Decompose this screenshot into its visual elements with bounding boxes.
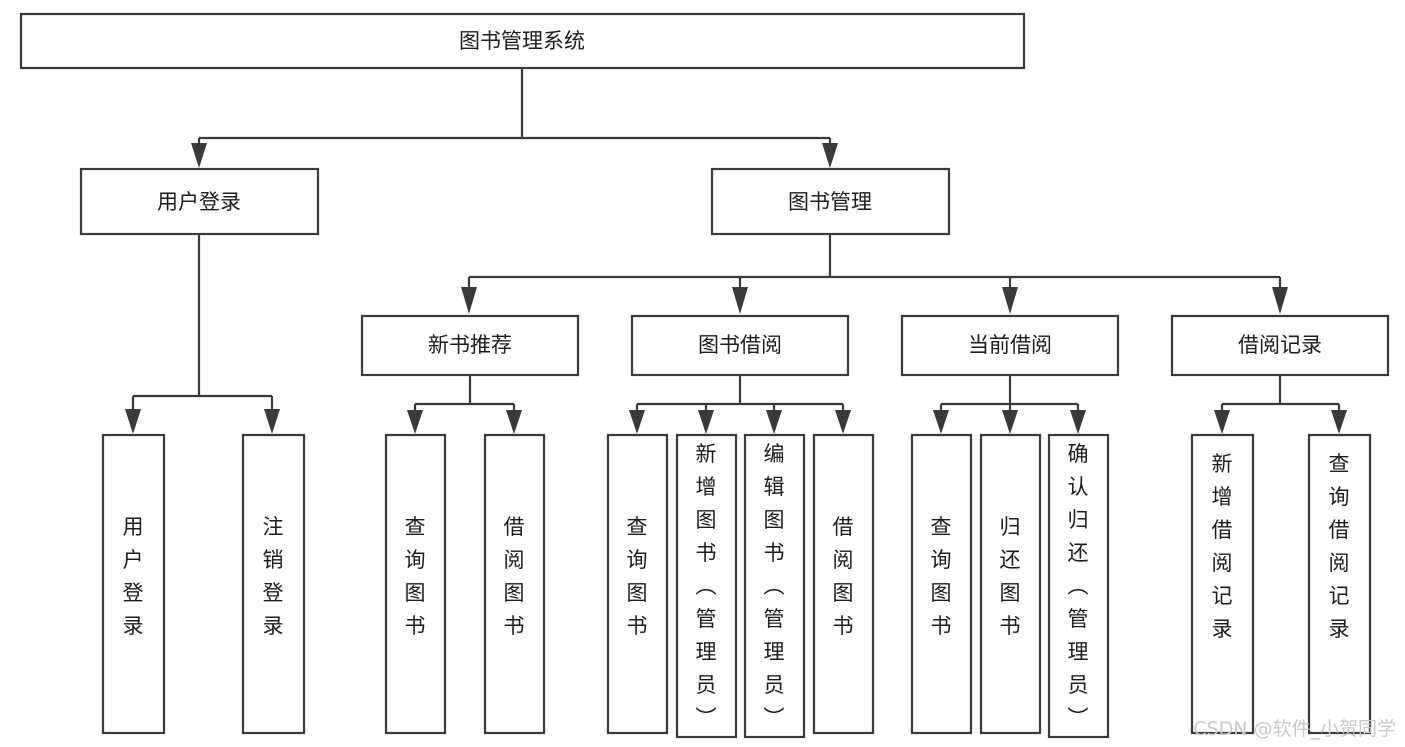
arrow-nb-leaf-1 (407, 410, 423, 434)
leaf-nb-query-book[interactable]: 查询图书 (384, 433, 447, 735)
leaf-cb-query-book-label: 查询图书 (931, 515, 952, 638)
current-borrow-label: 当前借阅 (968, 333, 1052, 357)
node-root[interactable]: 图书管理系统 (19, 12, 1026, 70)
arrow-br-leaf-2 (1331, 410, 1347, 434)
leaf-bb-query-book-box (606, 433, 669, 735)
arrow-to-leaf-user-login (125, 409, 141, 434)
node-book-borrow[interactable]: 图书借阅 (630, 314, 850, 377)
connector-current-borrow-to-leaves (933, 375, 1086, 434)
new-book-recommend-box (360, 314, 580, 377)
leaf-bb-query-book-label: 查询图书 (627, 515, 648, 638)
node-book-manage[interactable]: 图书管理 (710, 167, 951, 236)
leaf-bb-borrow-book[interactable]: 借阅图书 (812, 433, 875, 735)
leaf-logout-label: 注销登录 (263, 515, 284, 638)
csdn-watermark: CSDN @软件_小贺同学 (1193, 718, 1396, 740)
arrow-to-leaf-logout (264, 409, 280, 434)
arrow-cb-leaf-1 (933, 410, 949, 434)
leaf-logout-box (241, 433, 306, 735)
node-current-borrow[interactable]: 当前借阅 (900, 314, 1120, 377)
leaf-user-login-label: 用户登录 (123, 515, 144, 638)
leaf-bb-add-book-label: 新增图书︵管理员︶ (696, 442, 717, 730)
connector-book-borrow-to-leaves (629, 375, 851, 434)
root-box (19, 12, 1026, 70)
leaf-cb-query-book-box (910, 433, 973, 735)
leaf-user-login[interactable]: 用户登录 (101, 433, 166, 735)
arrow-to-current-borrow (1002, 287, 1018, 314)
arrow-to-book-borrow (732, 287, 748, 314)
leaf-logout[interactable]: 注销登录 (241, 433, 306, 735)
leaf-cb-confirm-return-label: 确认归还︵管理员︶ (1068, 442, 1089, 730)
leaf-nb-query-book-box (384, 433, 447, 735)
arrow-cb-leaf-3 (1070, 410, 1086, 434)
connector-borrow-record-to-leaves (1214, 375, 1347, 434)
book-manage-box (710, 167, 951, 236)
book-manage-label: 图书管理 (788, 190, 872, 214)
user-login-box (79, 167, 320, 236)
arrow-bb-leaf-4 (835, 410, 851, 434)
leaf-br-add-record-label: 新增借阅记录 (1212, 452, 1233, 641)
leaf-bb-query-book[interactable]: 查询图书 (606, 433, 669, 735)
arrow-bb-leaf-1 (629, 410, 645, 434)
leaf-bb-edit-book[interactable]: 编辑图书︵管理员︶ (743, 433, 806, 739)
leaf-bb-add-book[interactable]: 新增图书︵管理员︶ (675, 433, 738, 739)
leaf-bb-borrow-book-box (812, 433, 875, 735)
leaf-cb-return-book-box (979, 433, 1042, 735)
leaf-cb-confirm-return-box (1047, 433, 1110, 739)
arrow-to-user-login (191, 143, 207, 168)
leaf-nb-borrow-book-label: 借阅图书 (504, 515, 525, 638)
node-borrow-record[interactable]: 借阅记录 (1170, 314, 1390, 377)
leaf-br-query-record-box (1307, 433, 1372, 735)
connector-book-manage-to-level2 (461, 234, 1288, 314)
leaf-nb-borrow-book-box (483, 433, 546, 735)
arrow-br-leaf-1 (1214, 410, 1230, 434)
leaf-br-add-record[interactable]: 新增借阅记录 (1190, 433, 1255, 735)
current-borrow-box (900, 314, 1120, 377)
connector-root-to-level1 (191, 68, 838, 168)
leaf-br-query-record-label: 查询借阅记录 (1329, 452, 1350, 641)
borrow-record-label: 借阅记录 (1238, 333, 1322, 357)
node-user-login[interactable]: 用户登录 (79, 167, 320, 236)
node-new-book-recommend[interactable]: 新书推荐 (360, 314, 580, 377)
leaf-nb-query-book-label: 查询图书 (405, 515, 426, 638)
arrow-bb-leaf-3 (766, 410, 782, 434)
leaf-bb-edit-book-label: 编辑图书︵管理员︶ (764, 442, 785, 730)
arrow-nb-leaf-2 (506, 410, 522, 434)
leaf-br-add-record-box (1190, 433, 1255, 735)
leaf-cb-return-book-label: 归还图书 (1000, 515, 1021, 638)
connector-user-login-to-leaves (125, 234, 280, 434)
leaf-user-login-box (101, 433, 166, 735)
user-login-label: 用户登录 (157, 190, 241, 214)
leaf-br-query-record[interactable]: 查询借阅记录 (1307, 433, 1372, 735)
book-borrow-label: 图书借阅 (698, 333, 782, 357)
leaf-bb-add-book-box (675, 433, 738, 739)
root-label: 图书管理系统 (459, 29, 585, 53)
arrow-cb-leaf-2 (1002, 410, 1018, 434)
leaf-nb-borrow-book[interactable]: 借阅图书 (483, 433, 546, 735)
leaf-cb-return-book[interactable]: 归还图书 (979, 433, 1042, 735)
leaf-bb-edit-book-box (743, 433, 806, 739)
new-book-recommend-label: 新书推荐 (428, 333, 512, 357)
connector-new-book-to-leaves (407, 375, 522, 434)
leaf-cb-confirm-return[interactable]: 确认归还︵管理员︶ (1047, 433, 1110, 739)
leaf-cb-query-book[interactable]: 查询图书 (910, 433, 973, 735)
leaf-bb-borrow-book-label: 借阅图书 (833, 515, 854, 638)
arrow-bb-leaf-2 (698, 410, 714, 434)
arrow-to-book-manage (822, 143, 838, 168)
arrow-to-new-book (461, 287, 477, 314)
arrow-to-borrow-record (1272, 287, 1288, 314)
